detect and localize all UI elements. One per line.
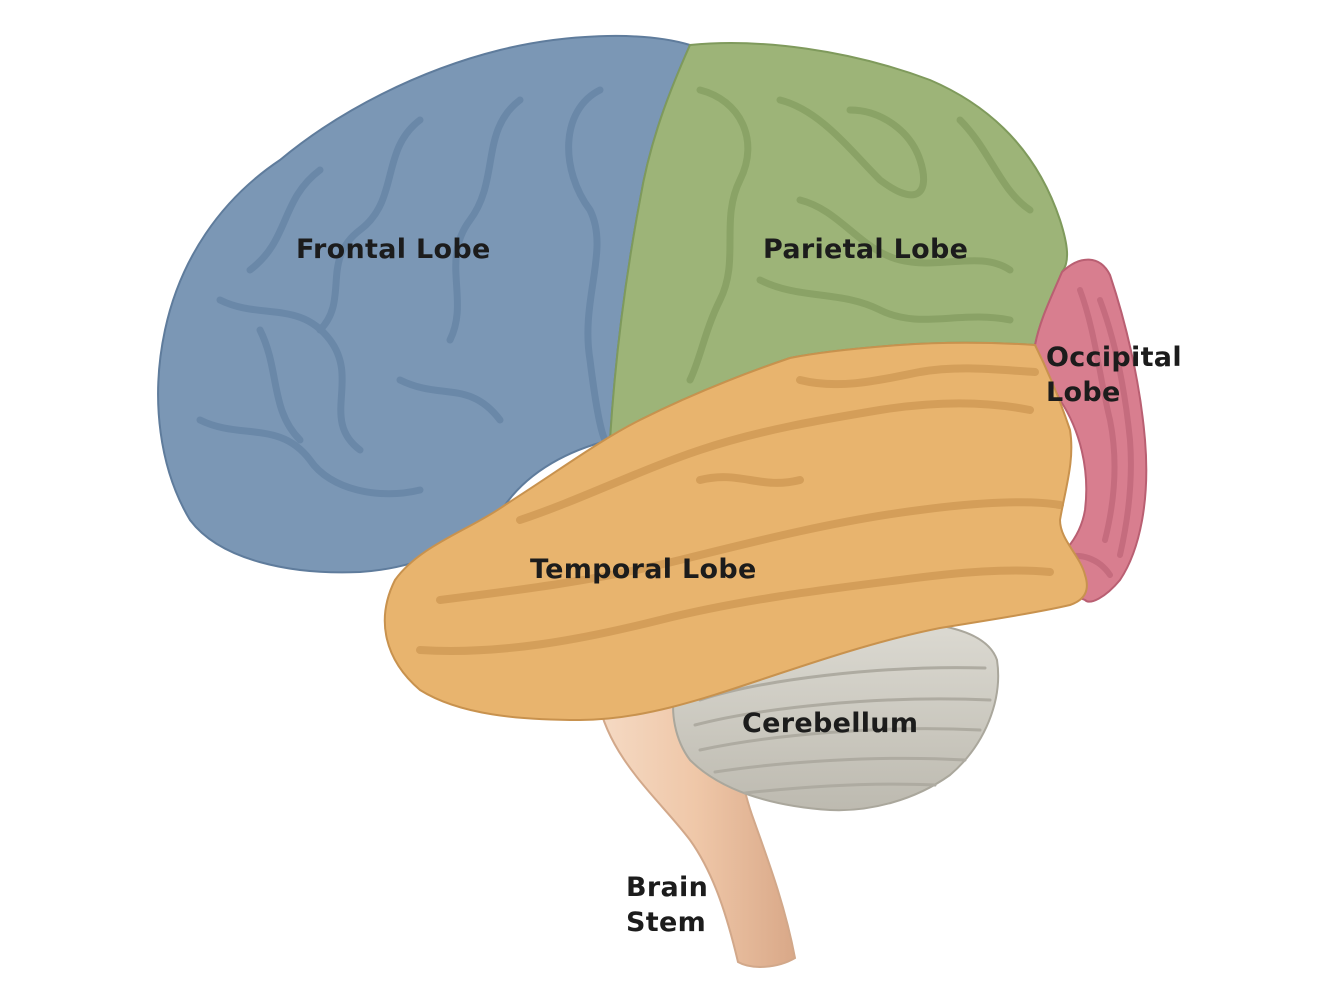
- brain-stem-label-line2: Stem: [626, 907, 706, 938]
- occipital-lobe-label-line1: Occipital: [1046, 342, 1182, 373]
- brain-stem-region: [596, 698, 797, 968]
- brain-stem-label-line1: Brain: [626, 872, 709, 903]
- cerebellum-label: Cerebellum: [742, 708, 919, 739]
- frontal-lobe-label: Frontal Lobe: [296, 234, 491, 265]
- occipital-lobe-label-line2: Lobe: [1046, 377, 1121, 408]
- temporal-lobe-region: [383, 341, 1088, 722]
- brain-stem-label: Brain Stem: [626, 870, 708, 940]
- cerebellum-folds: [693, 666, 992, 795]
- parietal-lobe-label: Parietal Lobe: [763, 234, 969, 265]
- occipital-lobe-label: Occipital Lobe: [1046, 340, 1182, 410]
- temporal-lobe-label: Temporal Lobe: [530, 554, 757, 585]
- parietal-gyri: [686, 86, 1034, 384]
- temporal-gyri: [416, 364, 1064, 655]
- frontal-gyri: [196, 86, 609, 498]
